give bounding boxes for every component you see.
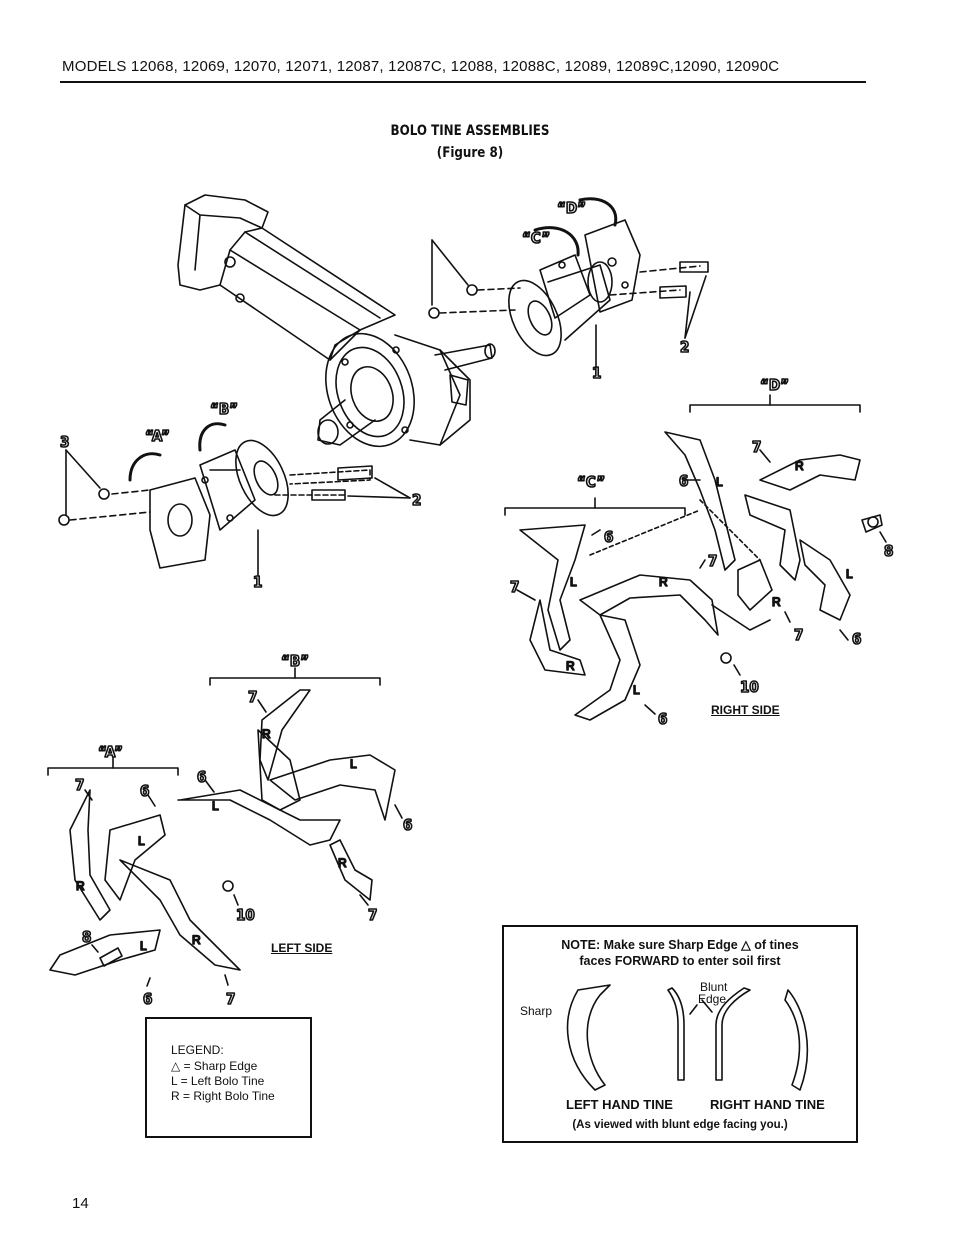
left-hand-tine-label: LEFT HAND TINE — [566, 1097, 673, 1112]
callout-d-tines: “D” — [760, 376, 789, 394]
label-6-a2: 6 — [143, 990, 152, 1008]
note-box: NOTE: Make sure Sharp Edge △ of tines fa… — [502, 925, 858, 1143]
tine-mark-l5: L — [350, 757, 357, 771]
right-side-label: RIGHT SIDE — [711, 703, 780, 717]
label-7-a2: 7 — [226, 990, 235, 1008]
label-6-b2: 6 — [403, 816, 412, 834]
figure-title: BOLO TINE ASSEMBLIES — [390, 123, 550, 139]
label-8-a: 8 — [82, 928, 91, 946]
note-line-2: faces FORWARD to enter soil first — [579, 954, 781, 968]
callout-2-left: 2 — [412, 491, 421, 509]
callout-3: 3 — [60, 433, 69, 451]
left-side-label: LEFT SIDE — [271, 941, 333, 955]
label-6-a: 6 — [140, 782, 149, 800]
tine-mark-r1: R — [795, 459, 804, 473]
tine-mark-r7: R — [76, 879, 85, 893]
sharp-label: Sharp — [520, 1004, 553, 1018]
label-10-right: 10 — [740, 678, 759, 696]
tine-mark-l2: L — [846, 567, 853, 581]
callout-1-right: 1 — [592, 364, 601, 382]
left-side-tines — [47, 667, 403, 987]
right-hub-assembly — [428, 197, 709, 369]
right-side-tines — [504, 394, 887, 721]
models-header: MODELS 12068, 12069, 12070, 12071, 12087… — [62, 58, 780, 75]
legend-right-tine: R = Right Bolo Tine — [171, 1089, 275, 1103]
tine-mark-r2: R — [772, 595, 781, 609]
label-7-d2: 7 — [794, 626, 803, 644]
tine-mark-l1: L — [716, 475, 723, 489]
note-line-1: NOTE: Make sure Sharp Edge △ of tines — [561, 938, 799, 952]
callout-b-tines: “B” — [281, 652, 309, 670]
left-hub-assembly — [58, 422, 411, 576]
legend-box: LEGEND: △ = Sharp Edge L = Left Bolo Tin… — [145, 1017, 312, 1138]
label-6-c2: 6 — [658, 710, 667, 728]
tine-mark-l8: L — [140, 939, 147, 953]
tine-mark-r8: R — [192, 933, 201, 947]
note-tine-illustrations — [566, 984, 809, 1091]
label-6-b: 6 — [197, 768, 206, 786]
callout-2-right: 2 — [680, 338, 689, 356]
tine-mark-r6: R — [338, 856, 347, 870]
viewed-note: (As viewed with blunt edge facing you.) — [572, 1119, 788, 1131]
callout-c-top: “C” — [522, 229, 550, 247]
tine-mark-l3: L — [570, 575, 577, 589]
legend-left-tine: L = Left Bolo Tine — [171, 1074, 265, 1088]
label-7-d: 7 — [752, 438, 761, 456]
callout-a-tines: “A” — [98, 743, 123, 761]
label-6-d: 6 — [679, 472, 688, 490]
edge-label: Edge — [698, 992, 727, 1006]
callout-a-top: “A” — [145, 427, 170, 445]
tine-mark-r4: R — [566, 659, 575, 673]
tine-mark-r3: R — [659, 575, 668, 589]
label-7-c: 7 — [510, 578, 519, 596]
label-10-left: 10 — [236, 906, 255, 924]
callout-c-tines: “C” — [577, 473, 605, 491]
figure-number: (Figure 8) — [436, 145, 504, 161]
label-6-d2: 6 — [852, 630, 861, 648]
tine-mark-l4: L — [633, 683, 640, 697]
tine-mark-l7: L — [138, 834, 145, 848]
label-7-b2: 7 — [368, 906, 377, 924]
label-7-c2: 7 — [708, 552, 717, 570]
blunt-label: Blunt — [700, 980, 728, 994]
callout-b-top: “B” — [210, 400, 238, 418]
gearbox-housing — [177, 194, 496, 448]
label-8-d: 8 — [884, 542, 893, 560]
page-number: 14 — [72, 1195, 89, 1212]
callout-1-left: 1 — [253, 573, 262, 591]
tine-mark-l6: L — [212, 799, 219, 813]
legend-sharp-edge: △ = Sharp Edge — [171, 1059, 258, 1073]
header-rule — [60, 81, 866, 83]
callout-d-top: “D” — [557, 199, 586, 217]
label-7-b: 7 — [248, 688, 257, 706]
label-7-a: 7 — [75, 776, 84, 794]
tine-mark-r5: R — [262, 727, 271, 741]
label-6-c: 6 — [604, 528, 613, 546]
right-hand-tine-label: RIGHT HAND TINE — [710, 1097, 825, 1112]
legend-title: LEGEND: — [171, 1043, 224, 1057]
